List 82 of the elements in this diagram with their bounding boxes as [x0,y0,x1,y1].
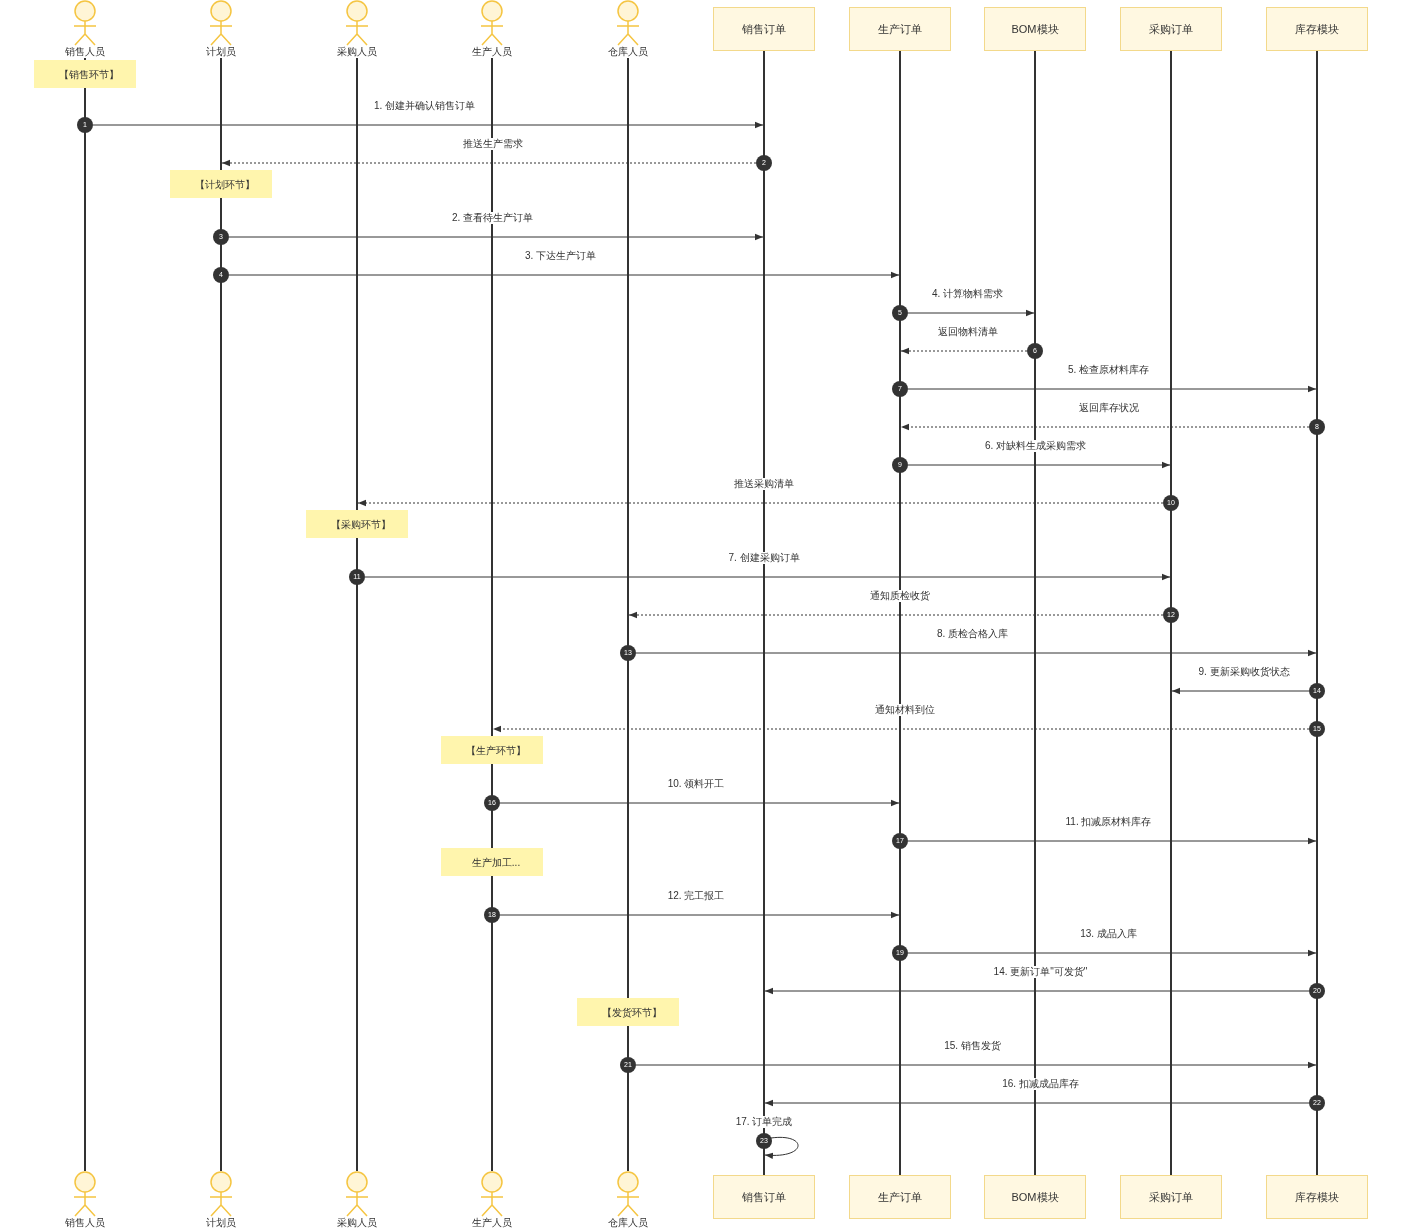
message-label: 推送采购清单 [732,478,796,490]
message-arrow [628,611,1164,619]
message-label: 2. 查看待生产订单 [449,212,536,224]
message-arrow [92,121,764,129]
message-arrow [635,1061,1317,1069]
participant-box: BOM模块 [984,1175,1086,1219]
message-arrow [907,461,1171,469]
message-arrow [907,949,1317,957]
message-label: 3. 下达生产订单 [522,250,599,262]
message-label: 11. 扣减原材料库存 [1063,816,1154,828]
lifeline [627,58,629,1171]
actor-name: 生产人员 [472,1217,512,1228]
message-label: 5. 检查原材料库存 [1065,364,1152,376]
message-label: 1. 创建并确认销售订单 [371,100,478,112]
message-arrow [499,799,900,807]
message-label: 返回库存状况 [1076,402,1141,414]
message-label: 7. 创建采购订单 [726,552,802,564]
message-arrow [364,573,1171,581]
message-label: 14. 更新订单"可发货" [991,966,1090,978]
message-label: 返回物料清单 [935,326,1000,338]
participant-box: 采购订单 [1120,7,1222,51]
participant-box: 库存模块 [1266,7,1368,51]
participant-box: BOM模块 [984,7,1086,51]
message-label: 16. 扣减成品库存 [1000,1078,1081,1090]
lifeline [356,58,358,1171]
note-box: 【采购环节】 [306,510,408,538]
actor-name: 销售人员 [65,1217,105,1228]
lifeline [1034,51,1036,1175]
lifeline [491,58,493,1171]
message-label: 10. 领料开工 [665,778,727,790]
note-box: 【生产环节】 [441,736,543,764]
message-label: 13. 成品入库 [1078,928,1139,940]
message-arrow [228,271,900,279]
participant-box: 销售订单 [713,1175,815,1219]
participant-box: 生产订单 [849,7,951,51]
message-label: 9. 更新采购收货状态 [1196,666,1292,678]
lifeline [220,58,222,1171]
note-box: 【计划环节】 [170,170,272,198]
message-arrow [221,159,757,167]
lifeline [899,51,901,1175]
actor-name: 仓库人员 [608,1217,648,1228]
note-box: 【发货环节】 [577,998,679,1026]
lifeline [1316,51,1318,1175]
actor-name: 计划员 [206,46,236,58]
message-arrow [1171,687,1310,695]
message-label: 推送生产需求 [460,138,525,150]
message-arrow [635,649,1317,657]
message-arrow [492,725,1310,733]
message-label: 12. 完工报工 [665,890,727,902]
actor-name: 仓库人员 [608,46,648,58]
message-label: 通知质检收货 [867,590,932,602]
participant-box: 销售订单 [713,7,815,51]
message-arrow [357,499,1164,507]
message-label: 通知材料到位 [872,704,937,716]
actor-name: 生产人员 [472,46,512,58]
note-box: 生产加工... [441,848,543,876]
message-arrow [900,423,1310,431]
message-arrow [499,911,900,919]
participant-box: 库存模块 [1266,1175,1368,1219]
message-arrow [907,837,1317,845]
message-label: 6. 对缺料生成采购需求 [982,440,1089,452]
lifeline [84,58,86,1171]
message-arrow [764,987,1310,995]
actor-name: 采购人员 [337,46,377,58]
message-label: 17. 订单完成 [733,1116,795,1128]
note-box: 【销售环节】 [34,60,136,88]
message-arrow [907,309,1035,317]
participant-box: 生产订单 [849,1175,951,1219]
actor-name: 计划员 [206,1217,236,1228]
actor-name: 采购人员 [337,1217,377,1228]
message-label: 15. 销售发货 [942,1040,1003,1052]
message-arrow [907,385,1317,393]
lifeline [1170,51,1172,1175]
participant-box: 采购订单 [1120,1175,1222,1219]
message-arrow [900,347,1028,355]
message-arrow [764,1099,1310,1107]
message-label: 8. 质检合格入库 [934,628,1011,640]
message-label: 4. 计算物料需求 [929,288,1006,300]
message-arrow [764,1136,799,1159]
message-arrow [228,233,764,241]
lifeline [763,51,765,1175]
actor-name: 销售人员 [65,46,105,58]
